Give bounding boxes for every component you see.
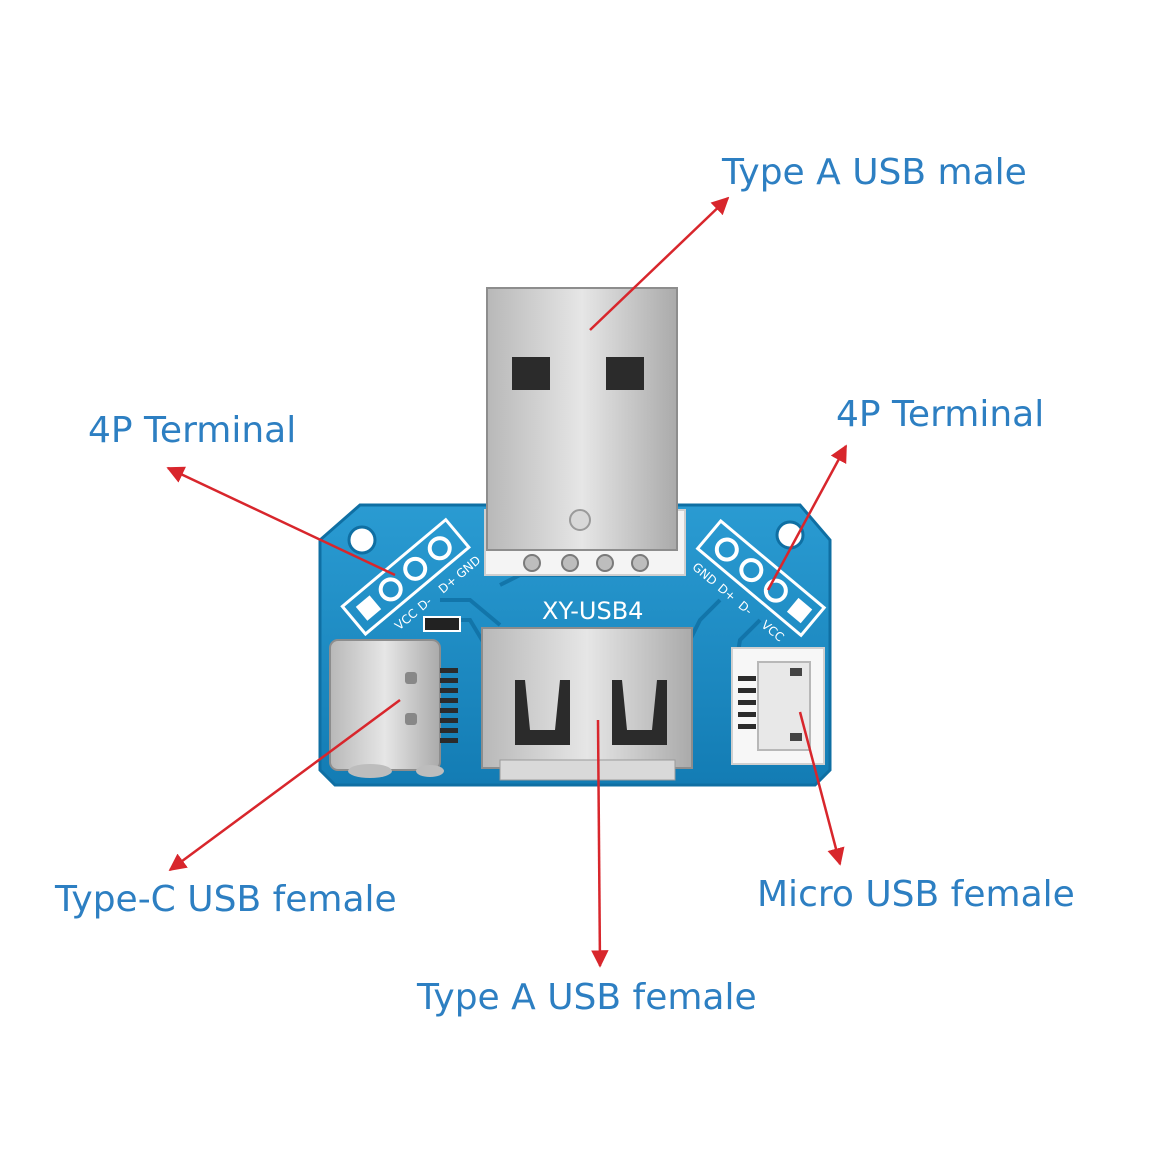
- arrow-terminal-right: [766, 444, 848, 591]
- arrow-micro-female: [798, 711, 845, 866]
- type-a-male-connector: [486, 287, 678, 551]
- male-solder-pins: [523, 554, 649, 572]
- right-4p-terminal: GND D+ D- VCC: [690, 518, 827, 644]
- board-model-label: XY-USB4: [542, 597, 643, 625]
- label-type-a-female: Type A USB female: [417, 977, 757, 1018]
- arrow-type-c-female: [168, 698, 401, 872]
- callout-arrows: [166, 196, 848, 968]
- label-type-c-female: Type-C USB female: [55, 879, 397, 920]
- label-micro-female: Micro USB female: [757, 874, 1075, 915]
- type-c-female-connector: [329, 639, 458, 778]
- type-a-female-connector: [481, 627, 693, 781]
- label-type-a-male: Type A USB male: [722, 152, 1027, 193]
- arrow-type-a-male: [589, 196, 730, 331]
- label-terminal-right: 4P Terminal: [836, 394, 1045, 435]
- smd-resistor: [423, 616, 461, 632]
- mounting-hole-left: [347, 525, 377, 555]
- label-terminal-left: 4P Terminal: [88, 410, 297, 451]
- arrow-terminal-left: [166, 466, 396, 577]
- arrow-type-a-female: [591, 719, 609, 968]
